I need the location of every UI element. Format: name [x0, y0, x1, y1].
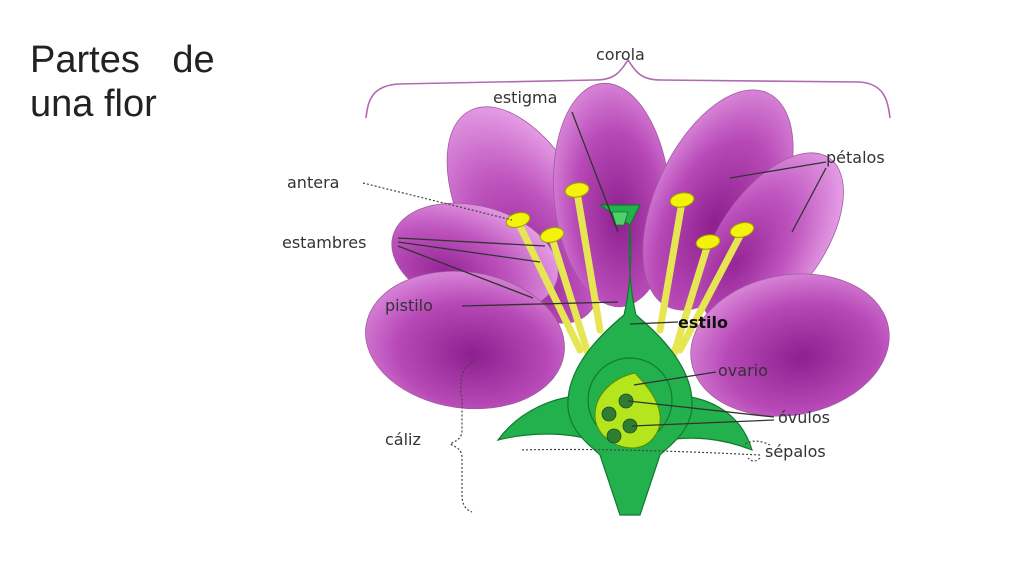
label-caliz: cáliz: [385, 430, 421, 449]
leader-estambres-2: [397, 241, 541, 263]
anther: [695, 234, 721, 250]
stamen-filament: [514, 218, 584, 354]
title-line-2: una flor: [30, 83, 157, 125]
anther: [564, 182, 590, 198]
petal-right-lower: [690, 273, 890, 417]
stamen-filament: [668, 240, 712, 364]
anthers: [505, 182, 755, 250]
leader-pistilo: [461, 301, 619, 307]
label-ovulos: óvulos: [778, 408, 830, 427]
anther: [729, 222, 755, 238]
leader-ovulos-2: [631, 419, 775, 427]
anther: [669, 192, 695, 208]
label-corola: corola: [596, 45, 645, 64]
label-pistilo: pistilo: [385, 296, 433, 315]
label-sepalos: sépalos: [765, 442, 826, 461]
stamen-filament: [656, 198, 686, 334]
leader-sepalos: [519, 440, 771, 462]
ovule: [606, 428, 622, 444]
leader-estambres-3: [397, 245, 534, 299]
stamen-filament: [573, 188, 604, 334]
anther: [539, 227, 565, 243]
ovule: [601, 406, 617, 422]
anther: [505, 212, 531, 228]
leader-ovario: [633, 371, 717, 386]
label-estigma: estigma: [493, 88, 557, 107]
label-petalos: pétalos: [826, 148, 885, 167]
ovules: [601, 393, 638, 444]
leader-ovulos-1: [627, 400, 775, 418]
leader-petalos-1: [729, 161, 827, 179]
label-ovario: ovario: [718, 361, 768, 380]
label-antera: antera: [287, 173, 339, 192]
stamen-filament: [676, 228, 746, 354]
slide-title: Partes de una flor: [30, 38, 230, 126]
label-estilo: estilo: [678, 313, 728, 332]
leader-estambres-1: [397, 237, 546, 247]
stamens: [514, 188, 746, 364]
title-line-1: Partes de: [30, 39, 215, 81]
leader-estigma: [571, 111, 619, 233]
leader-petalos-2: [791, 167, 827, 233]
petal-left-lower: [365, 270, 565, 410]
leader-antera: [362, 182, 513, 221]
label-estambres: estambres: [282, 233, 366, 252]
corola-bracket: [365, 58, 891, 119]
pistil-style-inner: [611, 211, 629, 226]
pistil: [567, 204, 693, 516]
leader-estilo: [629, 321, 679, 325]
stamen-filament: [548, 234, 594, 364]
